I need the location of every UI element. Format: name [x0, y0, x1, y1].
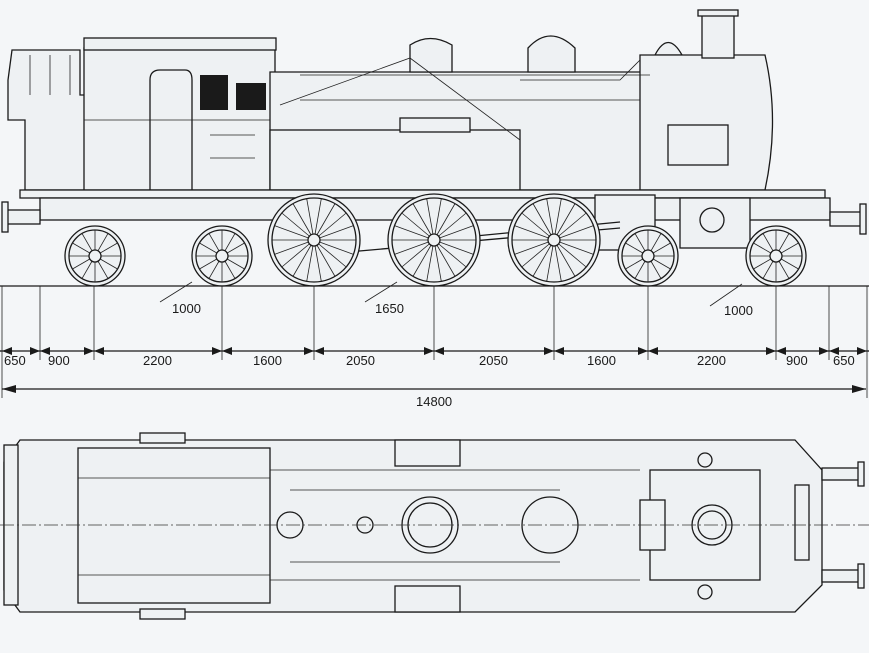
side-view	[0, 9, 869, 287]
wheel	[191, 225, 253, 287]
spacing-label: 650	[833, 353, 855, 368]
wheel	[64, 225, 126, 287]
wheel	[745, 225, 807, 287]
coal-bunker	[7, 49, 87, 191]
chimney	[701, 11, 735, 59]
rear-buffer	[3, 209, 41, 225]
spacing-label: 1600	[253, 353, 282, 368]
spacing-label: 2200	[697, 353, 726, 368]
spacing-label: 2050	[346, 353, 375, 368]
wheel-diameter-label: 1650	[375, 301, 404, 316]
cab-window	[200, 75, 228, 110]
spacing-label: 2200	[143, 353, 172, 368]
wheel-diameter-label: 1000	[172, 301, 201, 316]
spacing-label: 900	[48, 353, 70, 368]
top-view	[0, 432, 869, 620]
side-tank	[269, 129, 521, 191]
spacing-label: 900	[786, 353, 808, 368]
sand-dome	[527, 35, 576, 73]
cab	[83, 47, 276, 191]
cab-window	[236, 83, 266, 110]
smokebox	[639, 54, 774, 191]
overall-length-label: 14800	[416, 394, 452, 409]
wheel-diameter-label: 1000	[724, 303, 753, 318]
wheel	[387, 193, 481, 287]
dimensions: 1000 1650 1000 650 900 2200 1600 2050 20…	[0, 281, 869, 409]
spacing-label: 1600	[587, 353, 616, 368]
steam-dome	[409, 37, 453, 73]
front-buffer	[829, 211, 863, 227]
wheel	[507, 193, 601, 287]
spacing-label: 2050	[479, 353, 508, 368]
wheel	[617, 225, 679, 287]
spacing-label: 650	[4, 353, 26, 368]
wheel	[267, 193, 361, 287]
bunker-top	[77, 447, 271, 604]
